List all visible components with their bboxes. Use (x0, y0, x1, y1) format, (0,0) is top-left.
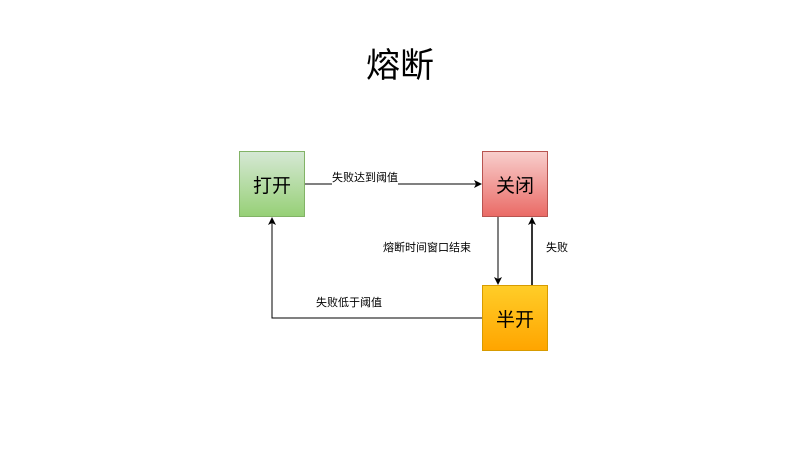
state-half-open: 半开 (482, 285, 548, 351)
edge-label-open-to-closed: 失败达到阈值 (332, 171, 398, 185)
state-closed-label: 关闭 (495, 174, 534, 197)
page-title: 熔断 (366, 46, 434, 86)
state-open: 打开 (239, 151, 305, 217)
state-half-open-label: 半开 (495, 308, 534, 331)
state-closed: 关闭 (482, 151, 548, 217)
state-open-label: 打开 (252, 174, 291, 197)
edge-label-half-open-to-closed: 失败 (546, 241, 568, 255)
edge-half-open-to-open (268, 217, 482, 319)
edge-label-half-open-to-open: 失败低于阈值 (316, 296, 382, 310)
edge-label-closed-to-half-open: 熔断时间窗口结束 (383, 241, 471, 255)
